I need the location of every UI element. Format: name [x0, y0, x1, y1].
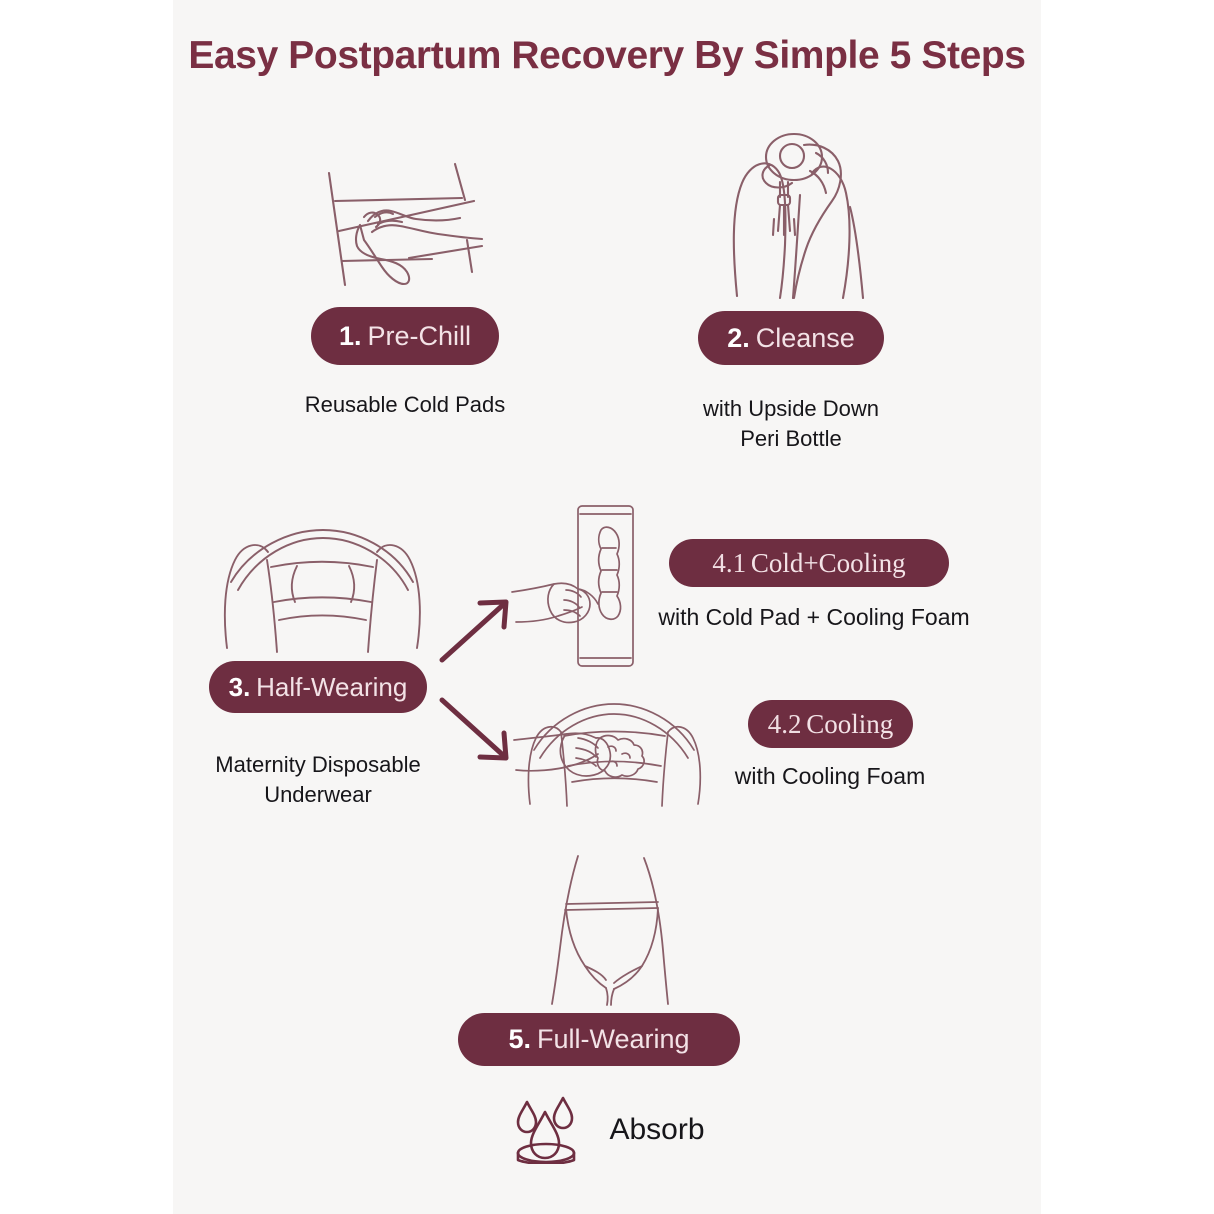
step-2-badge[interactable]: 2. Cleanse [698, 311, 884, 365]
arrow-to-4-2 [438, 694, 518, 764]
step-2-label: Cleanse [755, 322, 855, 353]
pad-sleeve-icon [577, 505, 634, 667]
legs-icon [732, 162, 865, 300]
absorb-label: Absorb [609, 1113, 705, 1146]
step-4-1-label: Cold+Cooling [750, 547, 906, 578]
step-2-illustration [700, 132, 890, 300]
step-3-label: Half-Wearing [256, 672, 408, 702]
cold-pad-insert-icon [597, 526, 622, 620]
step-4-2-label: Cooling [806, 708, 894, 739]
step-1-caption: Reusable Cold Pads [304, 392, 506, 417]
step-5-illustration [530, 852, 690, 1007]
step-5-number: 5. [508, 1024, 532, 1054]
step-2-number: 2. [727, 322, 750, 353]
step-3-number: 3. [228, 672, 251, 702]
hand-icon [792, 143, 842, 300]
absorb-row: Absorb [173, 1096, 1041, 1166]
step-2-caption: with Upside Down Peri Bottle [702, 396, 880, 452]
step-4-2-caption: with Cooling Foam [734, 763, 926, 789]
step-1-label: Pre-Chill [367, 320, 471, 351]
step-5-badge[interactable]: 5. Full-Wearing [458, 1013, 740, 1066]
water-droplets-absorbing-icon [509, 1096, 587, 1166]
arrow-to-4-1 [438, 596, 518, 666]
maternity-underwear-icon [527, 703, 702, 807]
worn-underwear-icon [564, 901, 659, 1006]
step-1-number: 1. [339, 320, 362, 351]
step-4-1-number: 4.1 [712, 547, 747, 578]
peri-bottle-icon [761, 132, 824, 237]
hips-icon [551, 855, 669, 1005]
step-4-1-badge[interactable]: 4.1 Cold+Cooling [669, 539, 949, 587]
step-1-illustration [312, 160, 502, 290]
step-5-label: Full-Wearing [536, 1024, 690, 1054]
step-4-2-illustration [508, 692, 723, 810]
cooling-foam-icon [594, 734, 645, 778]
step-3-caption: Maternity Disposable Underwear [215, 752, 421, 808]
hand-icon [366, 209, 484, 241]
hand-applying-foam-icon [513, 732, 612, 777]
step-3-badge[interactable]: 3. Half-Wearing [209, 661, 427, 713]
step-4-1-caption: with Cold Pad + Cooling Foam [658, 604, 970, 630]
step-1-badge[interactable]: 1. Pre-Chill [311, 307, 499, 365]
freezer-shelf-icon [327, 162, 484, 287]
step-4-2-number: 4.2 [767, 708, 802, 739]
step-4-1-illustration [506, 500, 656, 670]
step-3-illustration [205, 520, 440, 660]
hand-icon [511, 582, 599, 624]
content-panel [173, 0, 1041, 1214]
page-title: Easy Postpartum Recovery By Simple 5 Ste… [188, 34, 1026, 77]
maternity-underwear-icon [223, 529, 421, 653]
step-4-2-badge[interactable]: 4.2 Cooling [748, 700, 913, 748]
